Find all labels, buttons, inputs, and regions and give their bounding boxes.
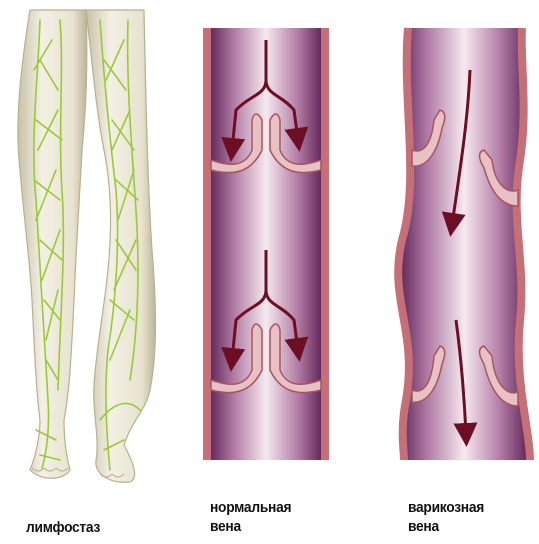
normal-vein-illustration xyxy=(203,28,329,460)
caption-normal-vein-line2: вена xyxy=(210,517,291,536)
normal-vein-wall-left xyxy=(203,28,211,460)
normal-vein-lumen xyxy=(208,28,324,460)
caption-lymphostasis-text: лимфостаз xyxy=(26,518,100,537)
caption-varicose-vein: варикозная вена xyxy=(408,498,484,536)
caption-varicose-vein-line2: вена xyxy=(408,517,484,536)
varicose-vein-illustration xyxy=(398,28,530,460)
caption-lymphostasis: лимфостаз xyxy=(26,518,100,537)
legs-illustration xyxy=(18,10,156,482)
caption-varicose-vein-line1: варикозная xyxy=(408,498,484,517)
caption-normal-vein-line1: нормальная xyxy=(210,498,291,517)
caption-normal-vein: нормальная вена xyxy=(210,498,291,536)
normal-vein-wall-right xyxy=(321,28,329,460)
